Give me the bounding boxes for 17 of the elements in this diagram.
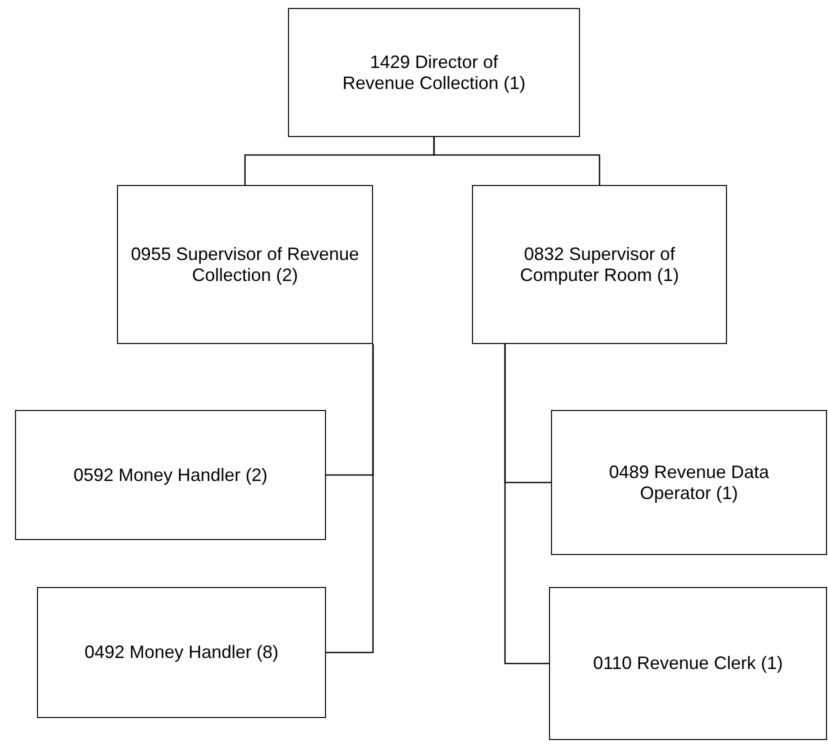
connector-line [504, 344, 549, 664]
position-title: 0110 Revenue Clerk (1) [593, 653, 783, 674]
position-box [37, 587, 326, 718]
position-box [288, 8, 580, 137]
position-title: 0492 Money Handler (8) [84, 642, 279, 663]
position-title: 0955 Supervisor of Revenue Collection (2) [130, 244, 360, 286]
position-box [549, 587, 827, 740]
position-box [551, 410, 827, 555]
position-title: 1429 Director of Revenue Collection (1) [341, 52, 527, 94]
position-box [472, 185, 727, 344]
position-title: 0592 Money Handler (2) [73, 464, 268, 486]
connector-line [326, 344, 374, 654]
position-title: 0832 Supervisor of Computer Room (1) [518, 244, 680, 286]
position-box [15, 410, 326, 540]
connector-line [433, 137, 600, 185]
position-box [117, 185, 373, 344]
position-title: 0489 Revenue Data Operator (1) [608, 462, 770, 504]
